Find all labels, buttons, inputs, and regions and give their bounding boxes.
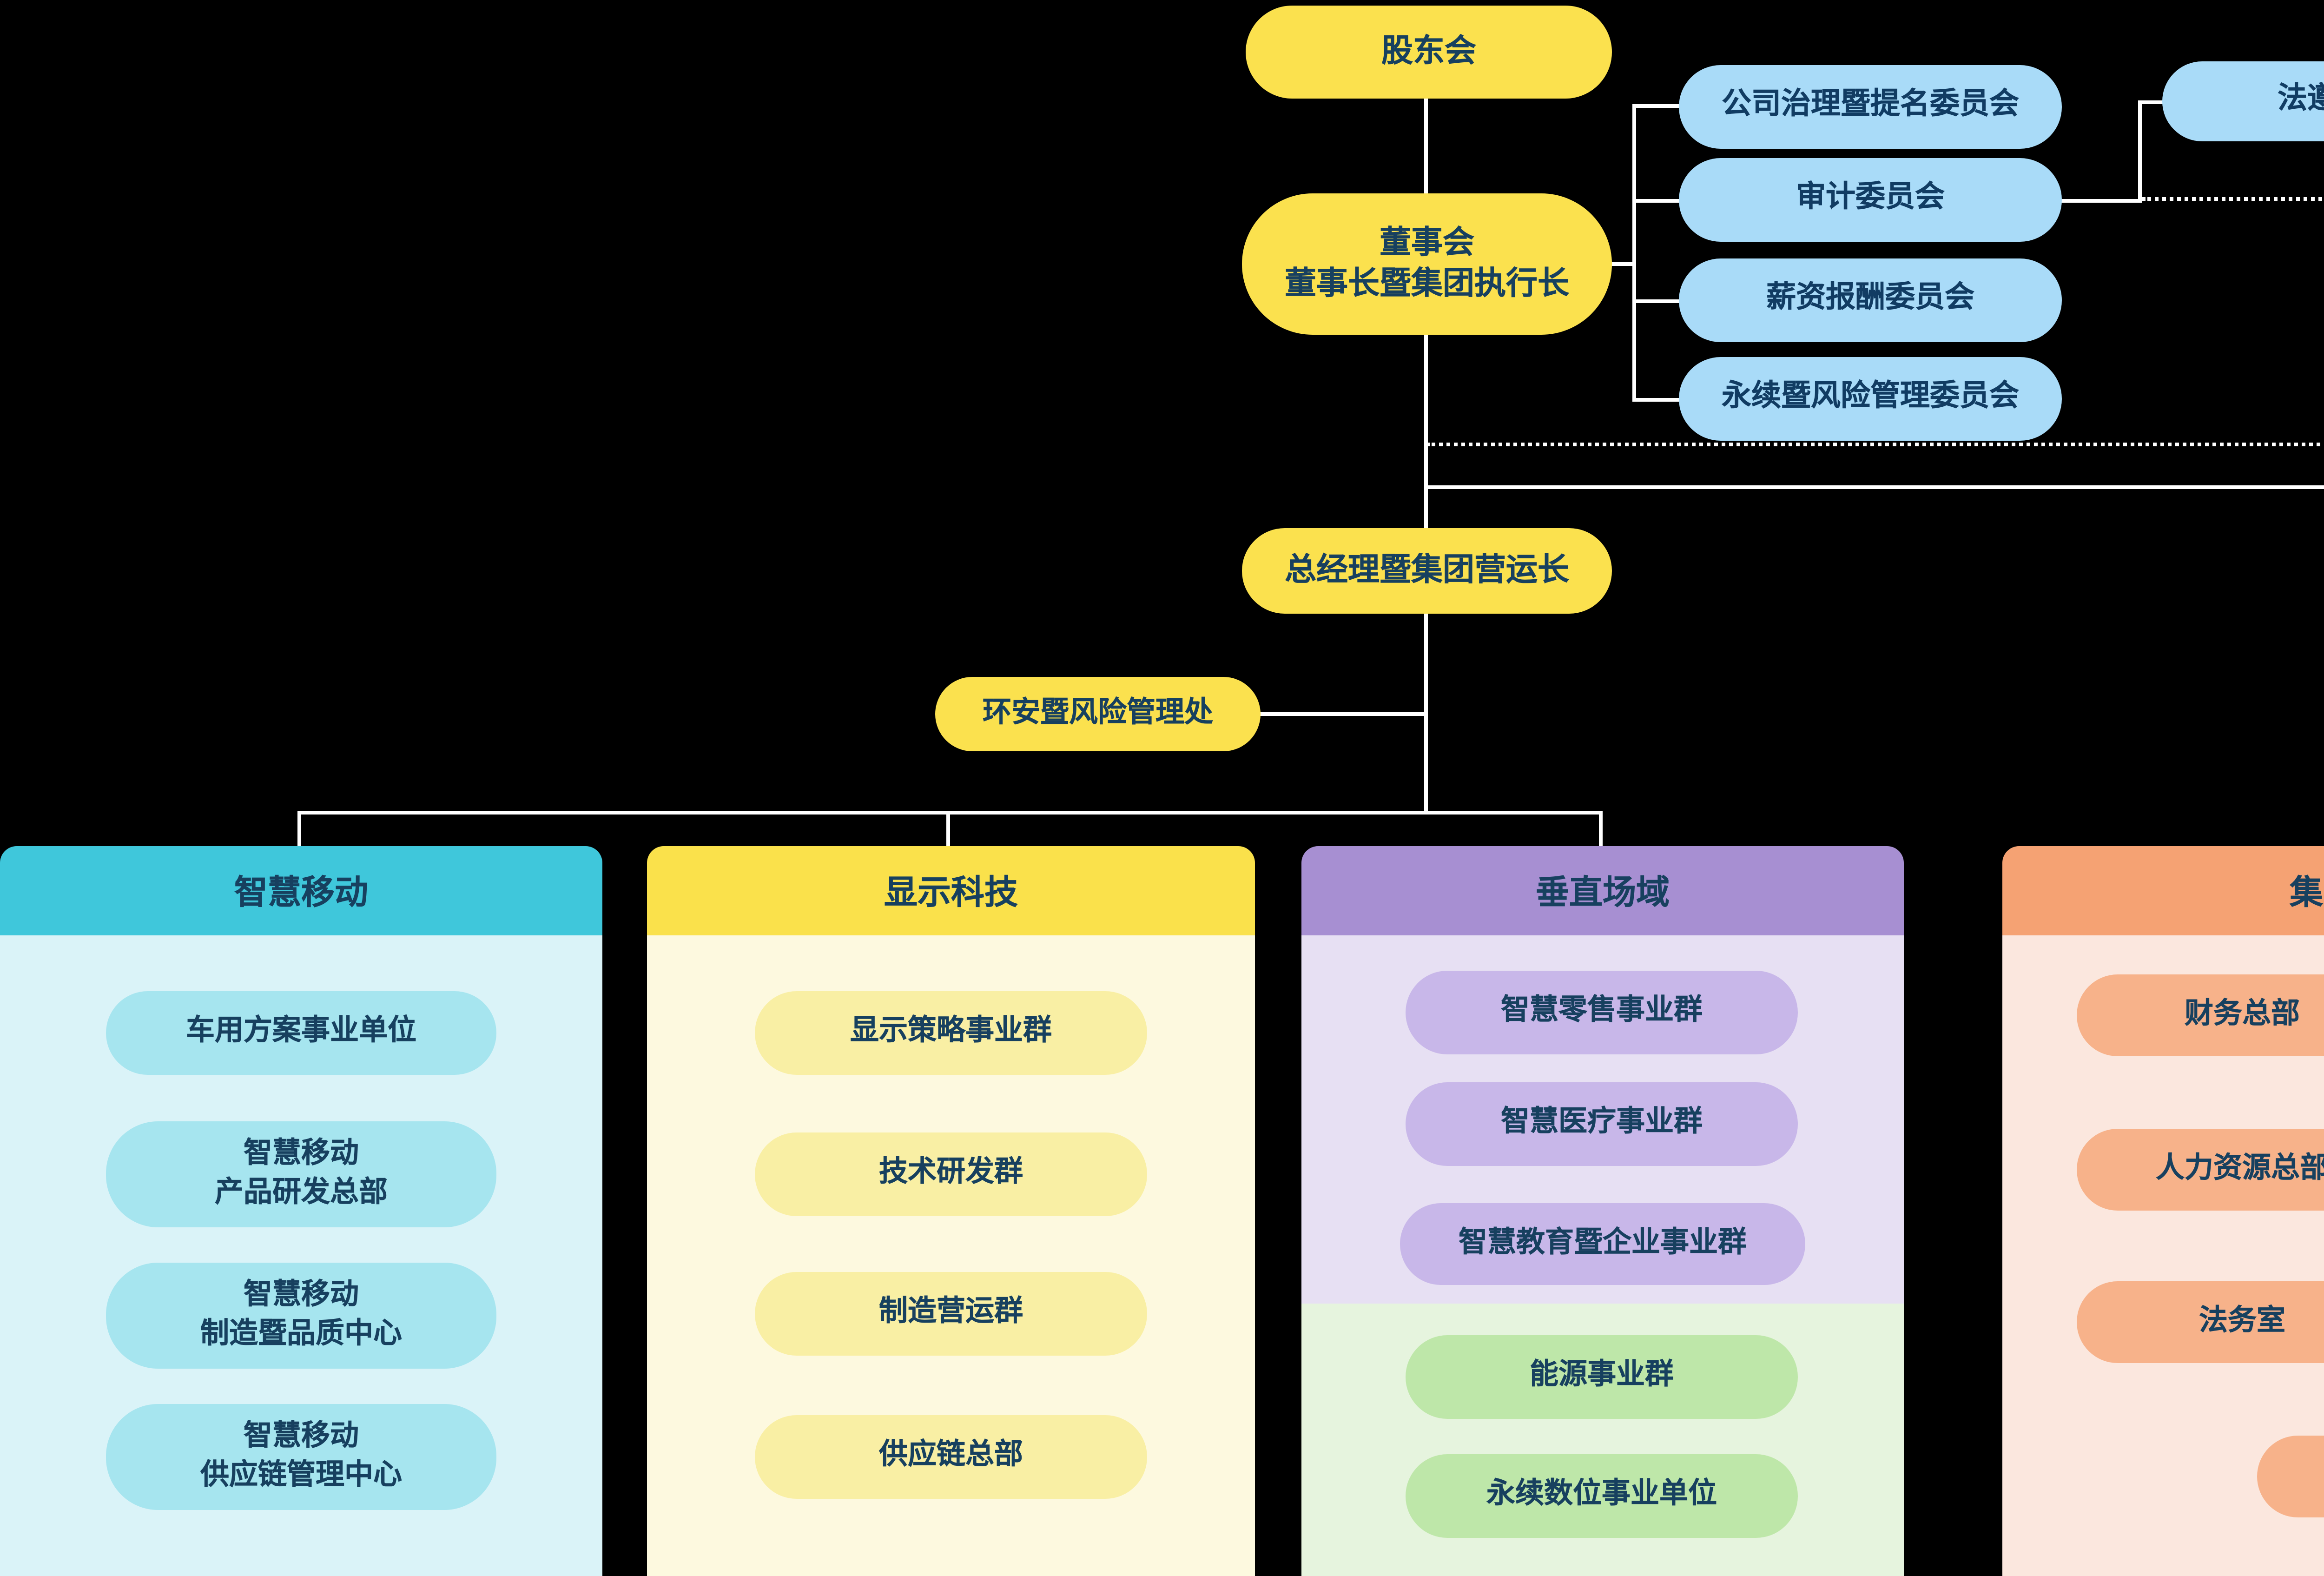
connector-board-bracket (1608, 262, 1636, 266)
unit-smart-education-enterprise: 智慧教育暨企业事业群 (1400, 1203, 1805, 1285)
unit-audit-management-office: 稽核管理处 (2257, 1436, 2324, 1517)
connector-committee-2-stub (1632, 199, 1681, 203)
connector-ehs (1259, 712, 1426, 716)
connector-audit-compliance-vertical (2138, 100, 2142, 203)
division-display-tech-header: 显示科技 (647, 846, 1255, 935)
unit-human-resources-hq: 人力资源总部 (2077, 1129, 2324, 1211)
unit-smart-medical: 智慧医疗事业群 (1406, 1082, 1798, 1166)
connector-committee-bracket (1632, 104, 1636, 402)
connector-stub-mobility (297, 811, 301, 848)
unit-supply-chain-hq: 供应链总部 (755, 1415, 1147, 1499)
connector-branch-horizontal (299, 811, 1603, 814)
connector-board-president (1424, 333, 1428, 530)
division-smart-mobility-header: 智慧移动 (0, 846, 602, 935)
unit-smart-retail: 智慧零售事业群 (1406, 971, 1798, 1054)
unit-sustainable-digital: 永续数位事业单位 (1406, 1454, 1798, 1538)
connector-committee-4-stub (1632, 398, 1681, 402)
unit-finance-hq: 财务总部 (2077, 974, 2324, 1056)
unit-energy: 能源事业群 (1406, 1335, 1798, 1419)
node-president-coo: 总经理暨集团营运长 (1242, 528, 1612, 614)
unit-legal-office: 法务室 (2077, 1281, 2324, 1363)
dotted-compliance-to-mainline (1426, 443, 2324, 446)
node-ehs-risk-office: 环安暨风险管理处 (935, 677, 1261, 751)
unit-automotive-solutions: 车用方案事业单位 (106, 991, 496, 1075)
unit-display-strategy: 显示策略事业群 (755, 991, 1147, 1075)
division-display-tech: 显示科技 显示策略事业群 技术研发群 制造营运群 供应链总部 (647, 846, 1255, 1576)
dotted-audit-to-right (2142, 197, 2324, 201)
node-committee-compensation: 薪资报酬委员会 (1679, 258, 2062, 342)
connector-shareholders-board (1424, 97, 1428, 195)
unit-mobility-manufacturing-quality: 智慧移动 制造暨品质中心 (106, 1263, 496, 1369)
node-board-chairman-ceo: 董事会 董事长暨集团执行长 (1242, 193, 1612, 335)
division-smart-mobility: 智慧移动 车用方案事业单位 智慧移动 产品研发总部 智慧移动 制造暨品质中心 智… (0, 846, 602, 1576)
division-vertical-domains: 垂直场域 智慧零售事业群 智慧医疗事业群 智慧教育暨企业事业群 能源事业群 永续… (1301, 846, 1904, 1576)
division-vertical-domains-header: 垂直场域 (1301, 846, 1904, 935)
connector-committee-3-stub (1632, 299, 1681, 303)
connector-stub-display (946, 811, 950, 848)
node-committee-sustainability-risk: 永续暨风险管理委员会 (1679, 357, 2062, 441)
connector-president-branch (1424, 612, 1428, 814)
node-committee-audit: 审计委员会 (1679, 158, 2062, 242)
unit-mobility-supply-chain: 智慧移动 供应链管理中心 (106, 1404, 496, 1510)
unit-mobility-product-rd: 智慧移动 产品研发总部 (106, 1121, 496, 1227)
connector-committee-1-stub (1632, 104, 1681, 108)
connector-audit-right (2060, 199, 2142, 203)
node-shareholders: 股东会 (1246, 6, 1612, 99)
node-chief-compliance-counsel: 法遵总顾问 (2162, 61, 2324, 141)
unit-manufacturing-operations: 制造营运群 (755, 1272, 1147, 1356)
connector-compliance-left (2138, 100, 2166, 104)
connector-support-horizontal (1426, 485, 2324, 489)
unit-technology-rd: 技术研发群 (755, 1132, 1147, 1216)
node-committee-corporate-governance-nomination: 公司治理暨提名委员会 (1679, 65, 2062, 149)
division-group-support: 集团营运支援单位 财务总部 数位技术发展总部 人力资源总部 永续发展总部 法务室… (2002, 846, 2324, 1576)
division-group-support-header: 集团营运支援单位 (2002, 846, 2324, 935)
connector-stub-vertical (1599, 811, 1603, 848)
